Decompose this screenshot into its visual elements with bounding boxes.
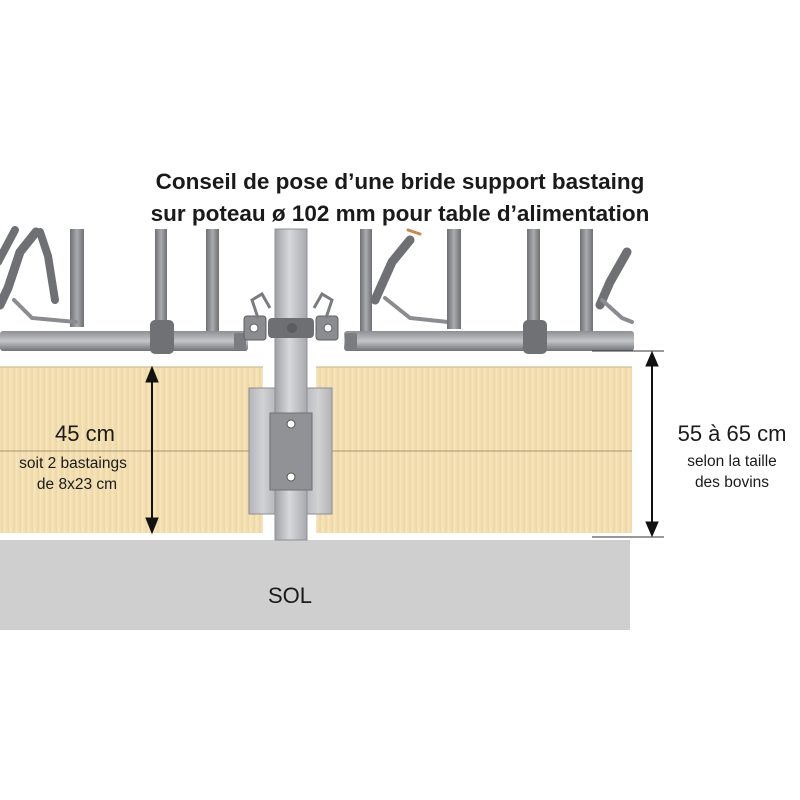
right-plank-stack bbox=[316, 366, 632, 533]
left-tee-joint bbox=[150, 320, 174, 354]
ground-label: SOL bbox=[267, 583, 313, 608]
left-plank-top bbox=[0, 367, 263, 451]
central-post bbox=[274, 228, 308, 541]
right-dimension-arrow bbox=[592, 350, 664, 538]
diagram-title: Conseil de pose d’une bride support bast… bbox=[0, 166, 800, 230]
left-dimension-note-2: de 8x23 cm bbox=[36, 476, 118, 493]
ground-slab bbox=[0, 540, 630, 630]
left-dimension-note-1: soit 2 bastaings bbox=[19, 455, 127, 472]
left-rail bbox=[0, 331, 248, 351]
bracket-front bbox=[269, 412, 313, 491]
feeding-barrier bbox=[0, 226, 634, 339]
right-plank-bottom bbox=[316, 451, 632, 533]
left-plank-bottom bbox=[0, 451, 263, 533]
right-rail bbox=[344, 331, 634, 351]
right-tee-joint bbox=[523, 320, 547, 354]
title-line-2: sur poteau ø 102 mm pour table d’aliment… bbox=[150, 201, 650, 226]
collar-clamp bbox=[243, 291, 339, 341]
right-dimension-note-2: des bovins bbox=[694, 474, 770, 491]
right-plank-top bbox=[316, 367, 632, 451]
left-dimension-value: 45 cm bbox=[55, 421, 115, 446]
lower-rails bbox=[0, 320, 634, 354]
title-line-1: Conseil de pose d’une bride support bast… bbox=[155, 169, 645, 194]
right-dimension-note-1: selon la taille bbox=[687, 453, 777, 470]
left-dimension-arrow bbox=[145, 365, 159, 535]
right-dimension-value: 55 à 65 cm bbox=[677, 421, 787, 446]
left-plank-stack bbox=[0, 366, 263, 533]
